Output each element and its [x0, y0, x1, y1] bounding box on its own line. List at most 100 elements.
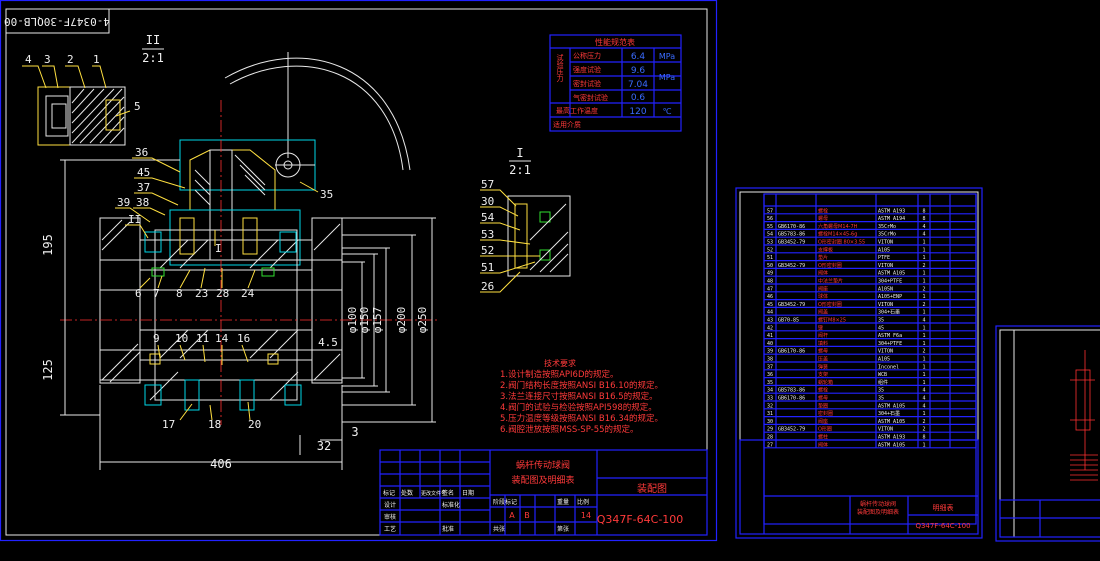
parts-cell-qty: 1: [922, 364, 925, 370]
parts-cell-qty: 4: [922, 318, 925, 324]
parts-cell-qty: 1: [922, 333, 925, 339]
parts-cell-name: 螺栓: [818, 207, 828, 214]
parts-cell-no: 36: [767, 372, 773, 378]
leader-ii-mark: II: [128, 213, 141, 226]
parts-cell-qty: 1: [922, 357, 925, 363]
tb-label-sheet-no: 第张: [557, 525, 569, 533]
parts-cell-qty: 2: [922, 419, 925, 425]
parts-cell-material: 35: [878, 388, 884, 394]
parts-cell-name: 阀盖: [818, 309, 828, 316]
parts-cell-material: ASTM F6a: [878, 333, 902, 339]
parts-cell-material: ASTM A105: [878, 442, 905, 448]
parts-cell-qty: 1: [922, 325, 925, 331]
parts-cell-name: O形密封圈 80×3.55: [818, 239, 865, 246]
tb-label-count: 处数: [401, 489, 413, 497]
parts-cell-name: O形密封圈: [818, 301, 842, 308]
leader-10: 10: [175, 332, 188, 345]
parts-drawing-number: Q347F-64C-100: [915, 522, 970, 530]
parts-cell-code: GB5783-86: [778, 232, 805, 238]
parts-cell-qty: 1: [922, 247, 925, 253]
dim-phi100: φ100: [346, 307, 359, 334]
parts-cell-code: GB3452-79: [778, 427, 805, 433]
tb-label-mark: 标记: [383, 489, 395, 497]
parts-cell-material: ASTM A105: [878, 271, 905, 277]
parts-cell-name: 螺母: [818, 395, 828, 402]
parts-cell-material: 组件: [878, 379, 888, 386]
parts-cell-no: 28: [767, 435, 773, 441]
parts-cell-qty: 2: [922, 349, 925, 355]
parts-cell-no: 51: [767, 255, 773, 261]
parts-cell-qty: 4: [922, 403, 925, 409]
tech-note-2: 2.阀门结构长度按照ANSI B16.10的规定。: [500, 380, 663, 391]
tech-note-4: 4.阀门的试验与检验按照API598的规定。: [500, 402, 657, 413]
parts-cell-qty: 2: [922, 302, 925, 308]
leader-39: 39: [117, 196, 130, 209]
perf-row-5-label: 适用介质: [553, 120, 581, 129]
parts-cell-qty: 1: [922, 271, 925, 277]
detail-i-scale: 2:1: [509, 163, 531, 177]
parts-cell-material: 35: [878, 396, 884, 402]
parts-cell-qty: 8: [922, 208, 925, 214]
parts-cell-name: 螺栓: [818, 387, 828, 394]
title-drawing-type: 装配图: [637, 482, 667, 495]
leader-i-mark: I: [215, 242, 222, 255]
parts-cell-no: 29: [767, 427, 773, 433]
parts-cell-material: 35: [878, 318, 884, 324]
parts-cell-code: GB6170-86: [778, 224, 805, 230]
parts-cell-no: 27: [767, 442, 773, 448]
parts-cell-no: 52: [767, 247, 773, 253]
tech-note-6: 6.阀腔泄放按照MSS-SP-55的规定。: [500, 424, 639, 435]
parts-title-line1: 蜗杆传动球阀: [860, 500, 896, 508]
parts-cell-name: 密封圈: [818, 410, 833, 417]
parts-cell-no: 43: [767, 318, 773, 324]
tb-label-standard: 标准化: [442, 501, 460, 509]
perf-row-2-value: 7.04: [628, 80, 648, 90]
title-drawing-number: Q347F-64C-100: [597, 513, 684, 526]
tb-label-total: 共张: [493, 525, 505, 533]
parts-cell-qty: 1: [922, 240, 925, 246]
sheet-3-partial: [995, 325, 1100, 542]
parts-cell-qty: 4: [922, 224, 925, 230]
parts-cell-no: 37: [767, 364, 773, 370]
parts-cell-name: O形密封圈: [818, 262, 842, 269]
parts-cell-code: GB3452-79: [778, 240, 805, 246]
parts-cell-code: GB3452-79: [778, 263, 805, 269]
leader-16: 16: [237, 332, 250, 345]
perf-side-label: 试验压力: [556, 53, 564, 83]
parts-cell-material: 304+石墨: [878, 411, 900, 417]
tb-label-review: 审核: [384, 513, 396, 521]
parts-cell-name: 阀体: [818, 441, 828, 448]
tb-label-date: 日期: [462, 489, 474, 497]
parts-cell-qty: 1: [922, 442, 925, 448]
parts-cell-material: PTFE: [878, 255, 890, 261]
leader-ii-1: 1: [93, 53, 100, 66]
dim-406: 406: [210, 457, 232, 471]
parts-cell-name: 垫圈: [818, 402, 828, 409]
parts-cell-name: O形圈: [818, 426, 832, 433]
leader-24: 24: [241, 287, 255, 300]
parts-cell-no: 44: [767, 310, 773, 316]
perf-row-0-unit: MPa: [659, 52, 675, 61]
dim-32: 32: [317, 439, 331, 453]
parts-cell-material: 304+PTFE: [878, 279, 902, 285]
leader-ii-2: 2: [67, 53, 74, 66]
leader-37: 37: [137, 181, 150, 194]
parts-cell-code: GB70-85: [778, 318, 799, 324]
perf-table-title: 性能规范表: [595, 37, 635, 47]
leader-17: 17: [162, 418, 175, 431]
sheet-1: 4-0347F-30QLB-00: [0, 0, 718, 542]
parts-cell-no: 53: [767, 240, 773, 246]
performance-table: 性能规范表 试验压力 公称压力 6.4 MPa 强度试验 9.6 密封试验 7.…: [549, 34, 682, 132]
leader-i-54: 54: [481, 211, 495, 224]
parts-cell-name: 中法兰垫片: [818, 278, 843, 285]
parts-cell-name: 支架: [818, 371, 828, 378]
leader-ii-5: 5: [134, 100, 141, 113]
perf-row-3-label: 气密封试验: [573, 93, 608, 102]
technical-requirements: 技术要求 1.设计制造按照API6D的规定。 2.阀门结构长度按照ANSI B1…: [500, 358, 663, 435]
dim-phi157: φ157: [371, 307, 384, 334]
rotated-drawing-number: 4-0347F-30QLB-00: [4, 15, 110, 28]
parts-cell-material: ASTM A194: [878, 216, 905, 222]
